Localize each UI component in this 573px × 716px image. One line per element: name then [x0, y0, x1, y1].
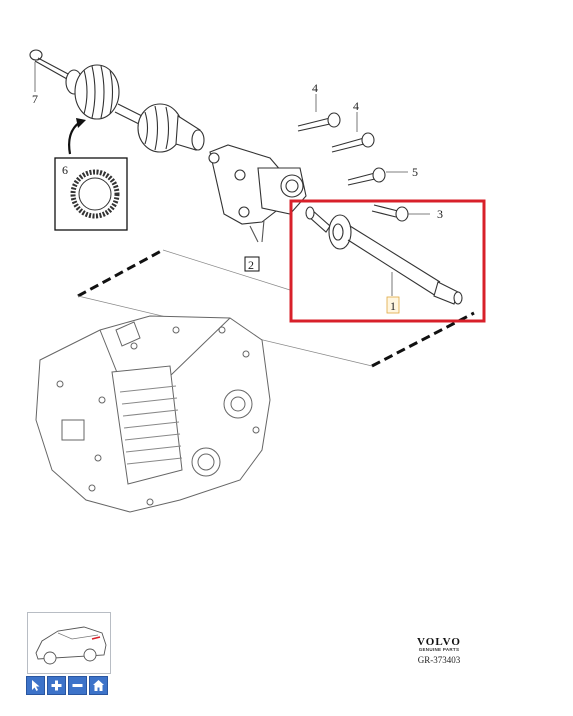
callout-6: 6 — [62, 163, 68, 177]
brand-block: VOLVO GENUINE PARTS GR-373403 — [404, 636, 474, 665]
highlight-frame — [289, 199, 486, 323]
car-icon — [35, 626, 107, 665]
intermediate-shaft — [305, 206, 463, 305]
vehicle-thumbnail[interactable] — [27, 612, 111, 674]
dashed-assembly-outline — [77, 248, 475, 368]
callout-4-upper: 4 — [312, 81, 318, 95]
bolts — [297, 112, 409, 222]
bolt-4-upper — [297, 112, 341, 132]
bolt-7 — [29, 49, 71, 80]
abs-ring-inset — [54, 118, 128, 231]
pointer-button[interactable] — [26, 676, 45, 695]
home-button[interactable] — [89, 676, 108, 695]
zoom-out-icon — [72, 684, 83, 687]
zoom-in-icon — [51, 680, 62, 691]
pointer-icon — [32, 680, 40, 691]
diagram-reference: GR-373403 — [417, 655, 461, 665]
zoom-in-button[interactable] — [47, 676, 66, 695]
home-icon — [93, 680, 104, 691]
genuine-parts-label: GENUINE PARTS — [418, 647, 460, 652]
drive-shaft-assembly — [29, 49, 205, 153]
zoom-out-button[interactable] — [68, 676, 87, 695]
callout-box-1 — [386, 296, 400, 314]
volvo-logo: VOLVO — [417, 636, 461, 648]
gearbox-housing — [35, 315, 271, 513]
bolt-4-lower — [331, 132, 375, 153]
callout-2: 2 — [248, 258, 254, 272]
callout-4-lower: 4 — [353, 99, 359, 113]
bolt-3 — [371, 204, 409, 222]
callout-5: 5 — [412, 165, 418, 179]
callout-3: 3 — [437, 207, 443, 221]
callout-box-2 — [244, 256, 260, 272]
viewer-toolbar — [26, 676, 108, 695]
bolt-5 — [347, 167, 386, 186]
callout-1: 1 — [390, 299, 396, 313]
callout-7: 7 — [32, 92, 38, 106]
